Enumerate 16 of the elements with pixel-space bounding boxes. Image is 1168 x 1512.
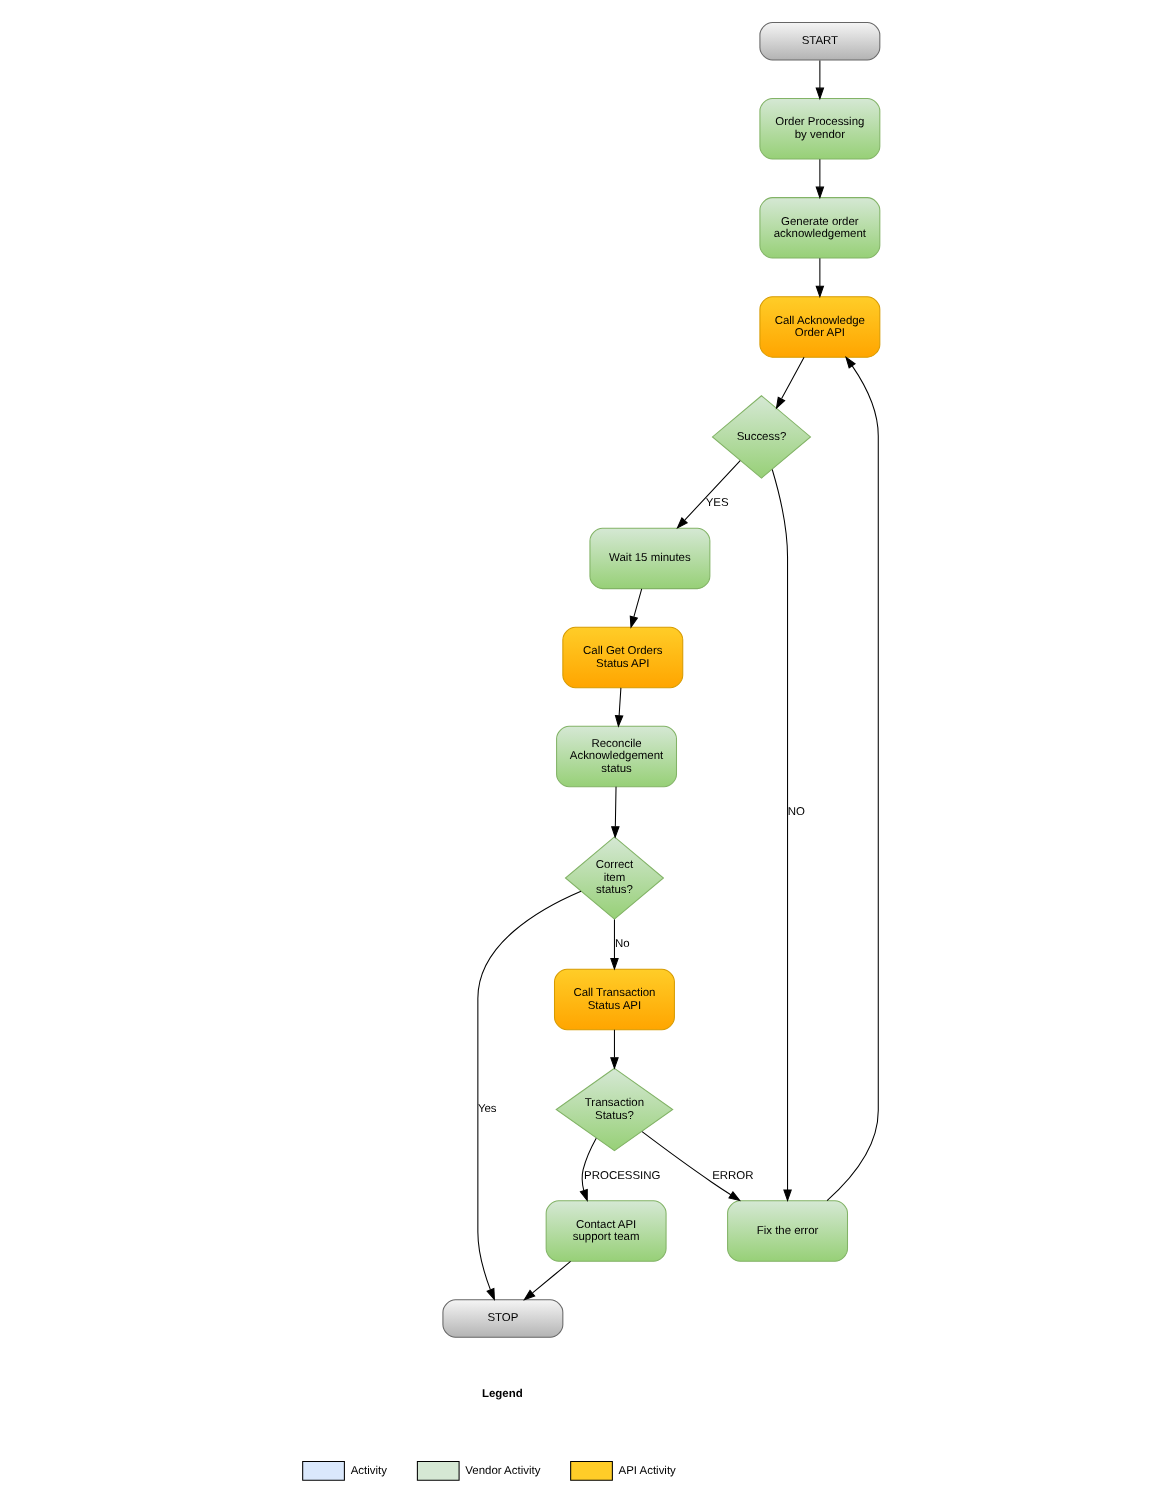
arrow [640,1131,741,1202]
arrow [613,687,623,728]
arrow [609,918,618,971]
arrow [522,1260,571,1301]
arrow [609,1029,618,1070]
arrow [814,257,824,299]
arrow [814,158,824,200]
arrow [578,1137,596,1202]
arrow [675,460,740,530]
arrow [770,468,791,1203]
arrow [814,59,824,101]
arrow [774,356,804,410]
arrow [825,356,878,1202]
arrow [628,588,642,629]
arrow [476,890,581,1302]
arrow [609,786,619,839]
